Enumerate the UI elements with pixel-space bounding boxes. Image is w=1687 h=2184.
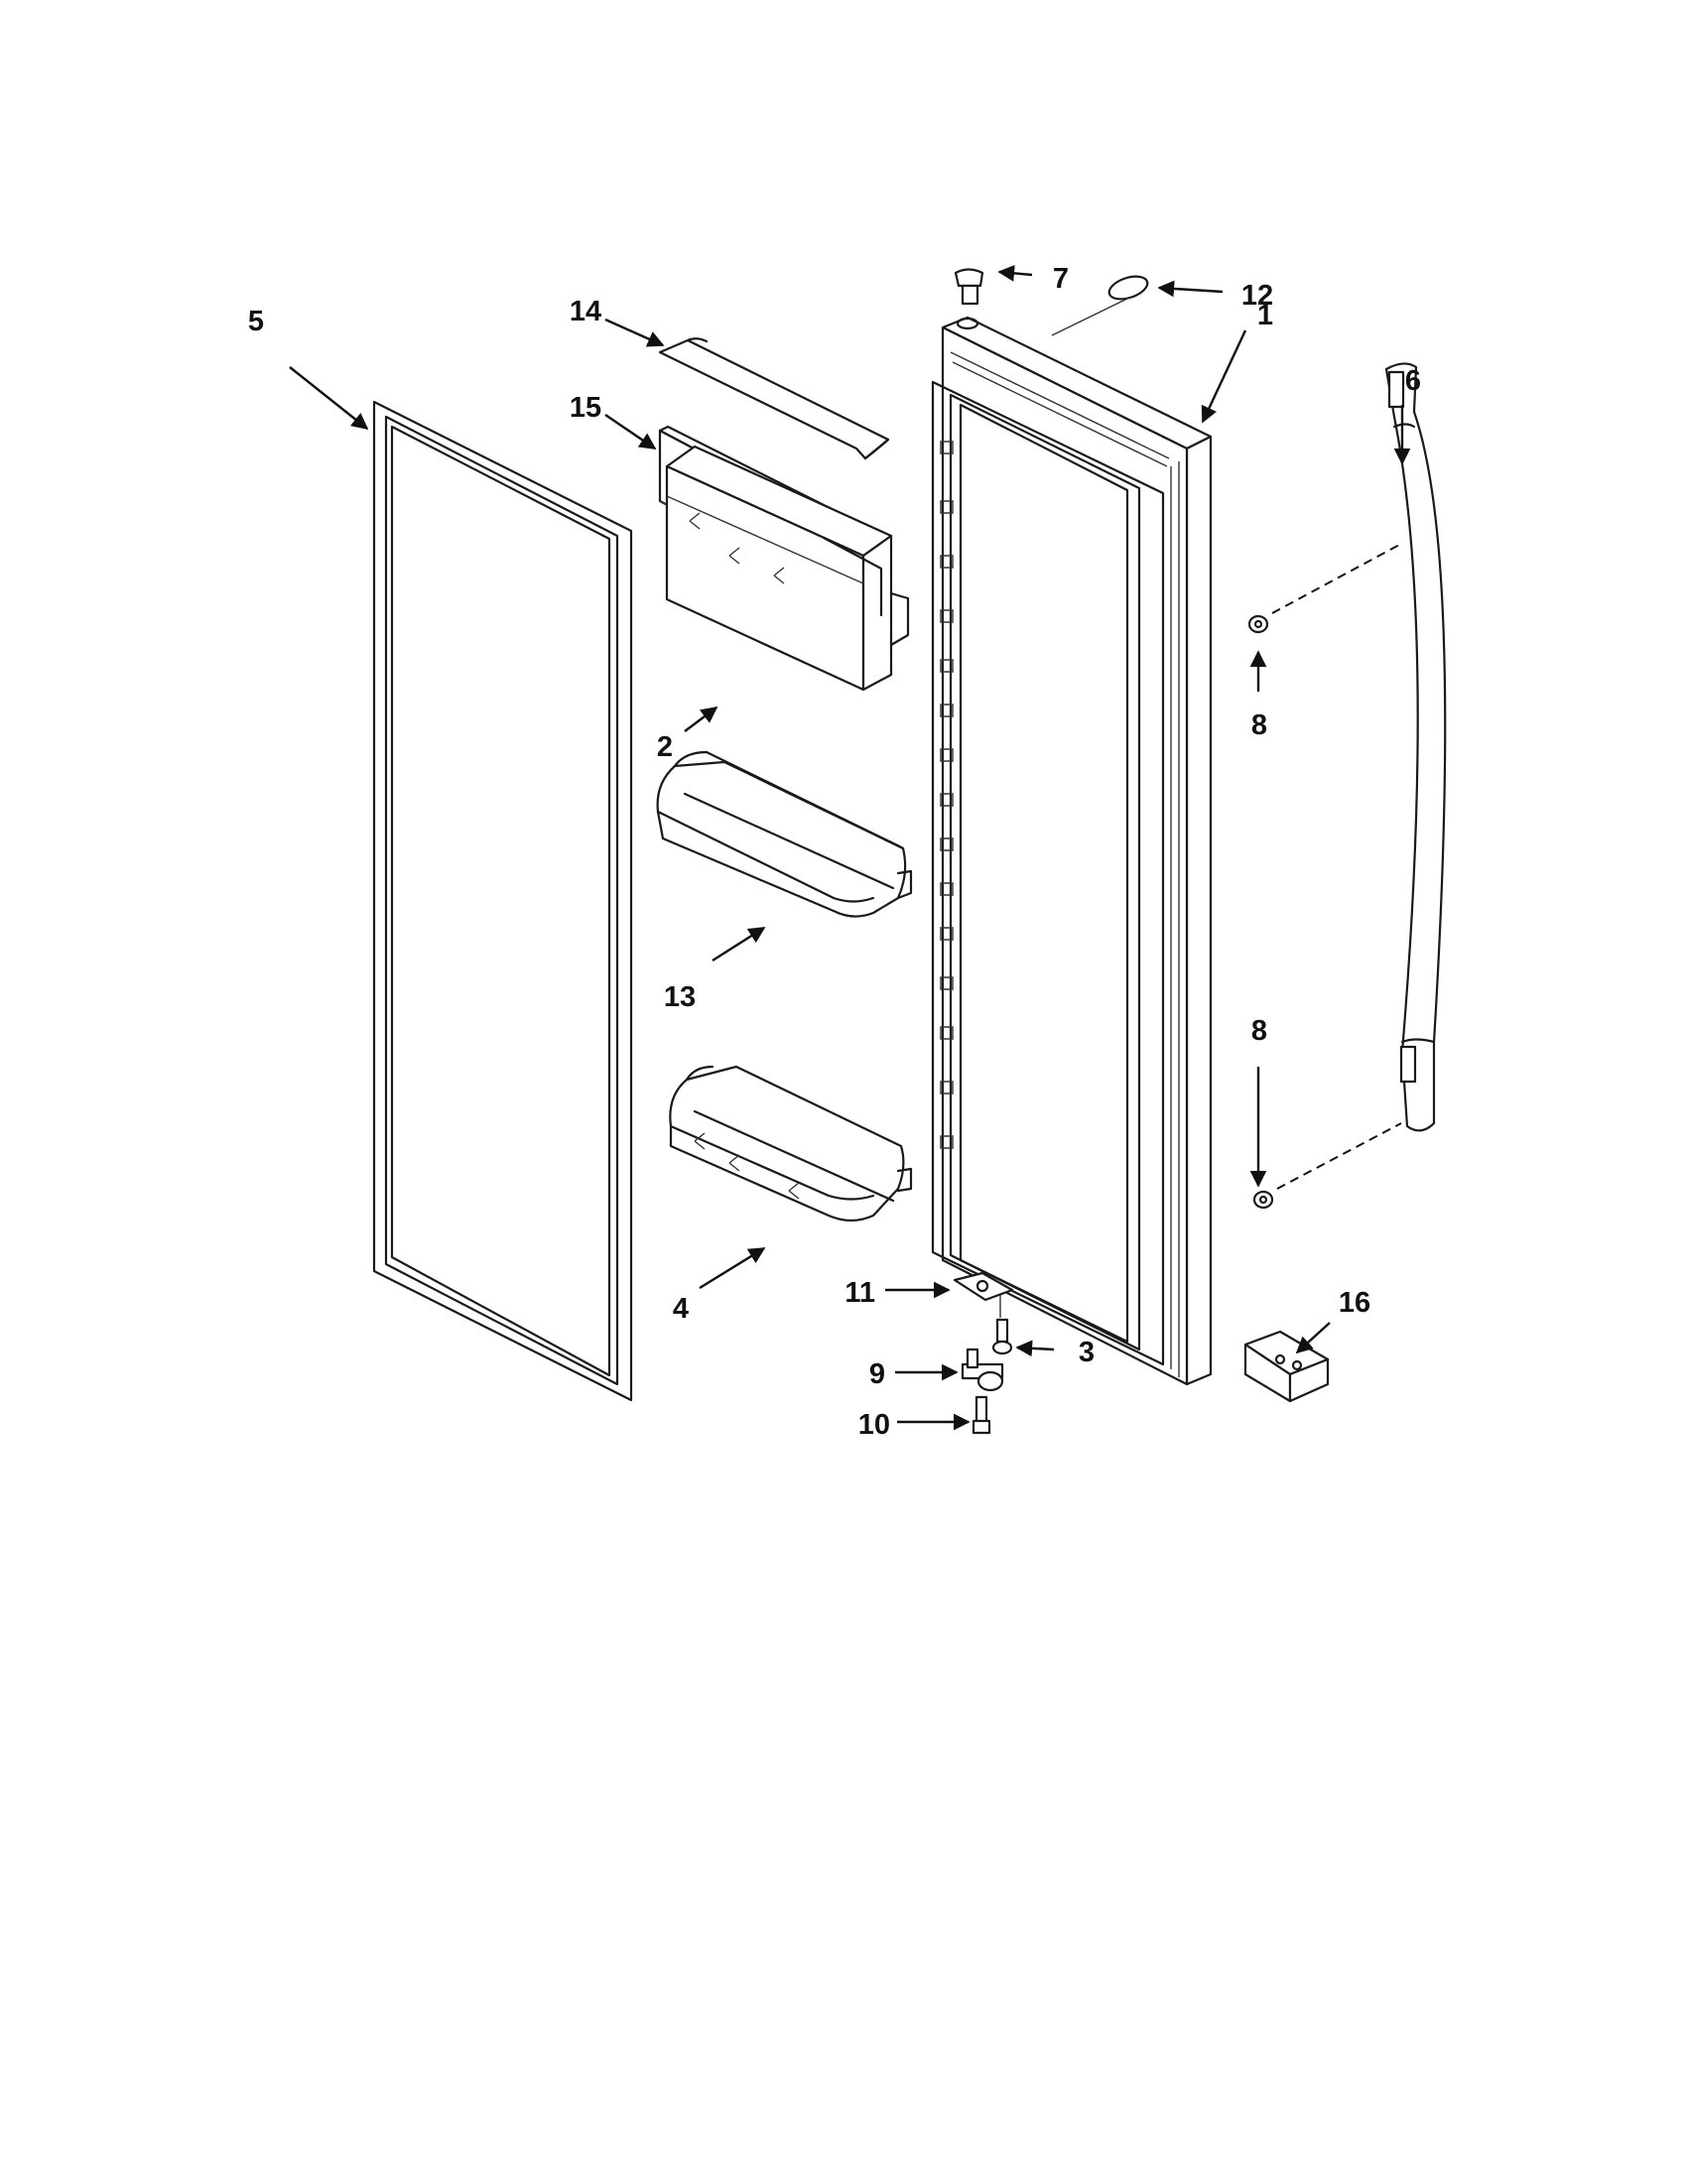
callout-14: 14 [570,296,601,327]
shelf-cover [658,337,890,460]
hinge-bushing-top [954,268,984,330]
handle-guide-bottom [1276,1122,1402,1190]
hinge-pin [972,1395,991,1435]
callout-13: 13 [664,981,696,1013]
lower-hinge-plate [953,1271,1014,1318]
callout-3: 3 [1079,1337,1095,1368]
hinge-screw [991,1318,1013,1355]
door-gasket [372,400,633,1402]
callout-10: 10 [858,1409,890,1441]
callout-labels: 5 14 15 2 13 4 7 12 1 6 8 8 11 16 3 9 10 [248,263,1421,1441]
callout-8-top: 8 [1251,709,1267,741]
callout-11: 11 [844,1277,875,1309]
callout-arrows [289,265,1411,1431]
callout-4: 4 [673,1293,689,1325]
handle-washer-bottom [1252,1190,1274,1210]
door-handle [1384,362,1447,1132]
callout-2: 2 [657,731,673,763]
dairy-bin [665,445,910,692]
callout-16: 16 [1339,1287,1370,1319]
door-assembly [931,316,1213,1386]
lower-hinge [961,1348,1004,1392]
callout-15: 15 [570,392,601,424]
callout-7: 7 [1053,263,1069,295]
door-bin-lower [669,1065,913,1222]
callout-1: 1 [1257,300,1273,331]
callout-12: 12 [1241,280,1273,312]
door-bin-upper [656,750,913,918]
callout-5: 5 [248,306,264,337]
callout-8-bottom: 8 [1251,1015,1267,1047]
hinge-cover [1243,1330,1330,1403]
handle-guide-top [1271,543,1402,614]
plug-button [1107,275,1149,301]
callout-9: 9 [869,1358,885,1390]
callout-6: 6 [1405,365,1421,397]
handle-washer-top [1247,614,1269,634]
